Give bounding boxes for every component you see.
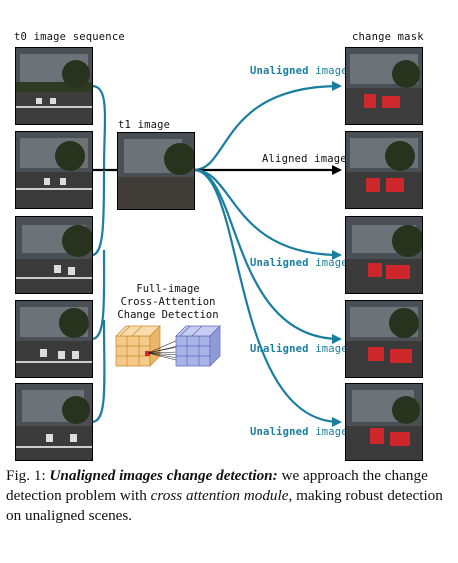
t1-image-label: t1 image (118, 119, 171, 131)
arrow-label-1: Unaligned image (250, 65, 348, 77)
module-label-line-1: Full-image (136, 283, 200, 295)
arrow-label-2: Aligned image (262, 153, 347, 165)
input-arrow-5 (91, 319, 106, 424)
caption-italic: cross attention module (150, 487, 289, 504)
arrow-label-3: Unaligned image (250, 257, 348, 269)
cross-attention-module-label: Full-image Cross-Attention Change Detect… (114, 283, 222, 322)
figure-caption: Fig. 1: Unaligned images change detectio… (6, 466, 454, 526)
output-arrow-1 (193, 81, 342, 172)
t0-image-5 (16, 384, 92, 460)
change-mask-header: change mask (352, 31, 424, 43)
arrow-label-4: Unaligned image (250, 343, 348, 355)
t0-image-2 (16, 132, 92, 208)
flow-arrows (91, 81, 342, 427)
caption-text-1: we approach the change detection problem… (6, 467, 428, 504)
caption-prefix: Fig. 1: (6, 467, 50, 484)
key-cube (175, 325, 221, 367)
t1-image (118, 133, 194, 209)
input-arrow-1 (91, 84, 107, 171)
module-label-line-2: Cross-Attention (120, 296, 216, 308)
change-mask-2 (346, 132, 422, 208)
arrow-label-5: Unaligned image (250, 426, 348, 438)
output-arrow-3 (193, 168, 342, 260)
input-arrow-3 (91, 169, 106, 257)
query-cube (115, 325, 161, 367)
t0-image-4 (16, 301, 92, 377)
change-mask-4 (346, 301, 422, 377)
module-label-line-3: Change Detection (117, 309, 219, 321)
t0-image-3 (16, 217, 92, 293)
attention-cubes (115, 325, 221, 367)
caption-text-2: , making robust detection on unaligned s… (6, 487, 443, 524)
change-mask-1 (346, 48, 422, 124)
t0-sequence-header: t0 image sequence (14, 31, 125, 43)
change-mask-5 (346, 384, 422, 460)
caption-title: Unaligned images change detection: (49, 467, 278, 484)
t0-image-1 (16, 48, 92, 124)
input-arrow-4 (91, 249, 106, 341)
change-mask-3 (346, 217, 422, 293)
output-arrow-5 (193, 168, 342, 427)
